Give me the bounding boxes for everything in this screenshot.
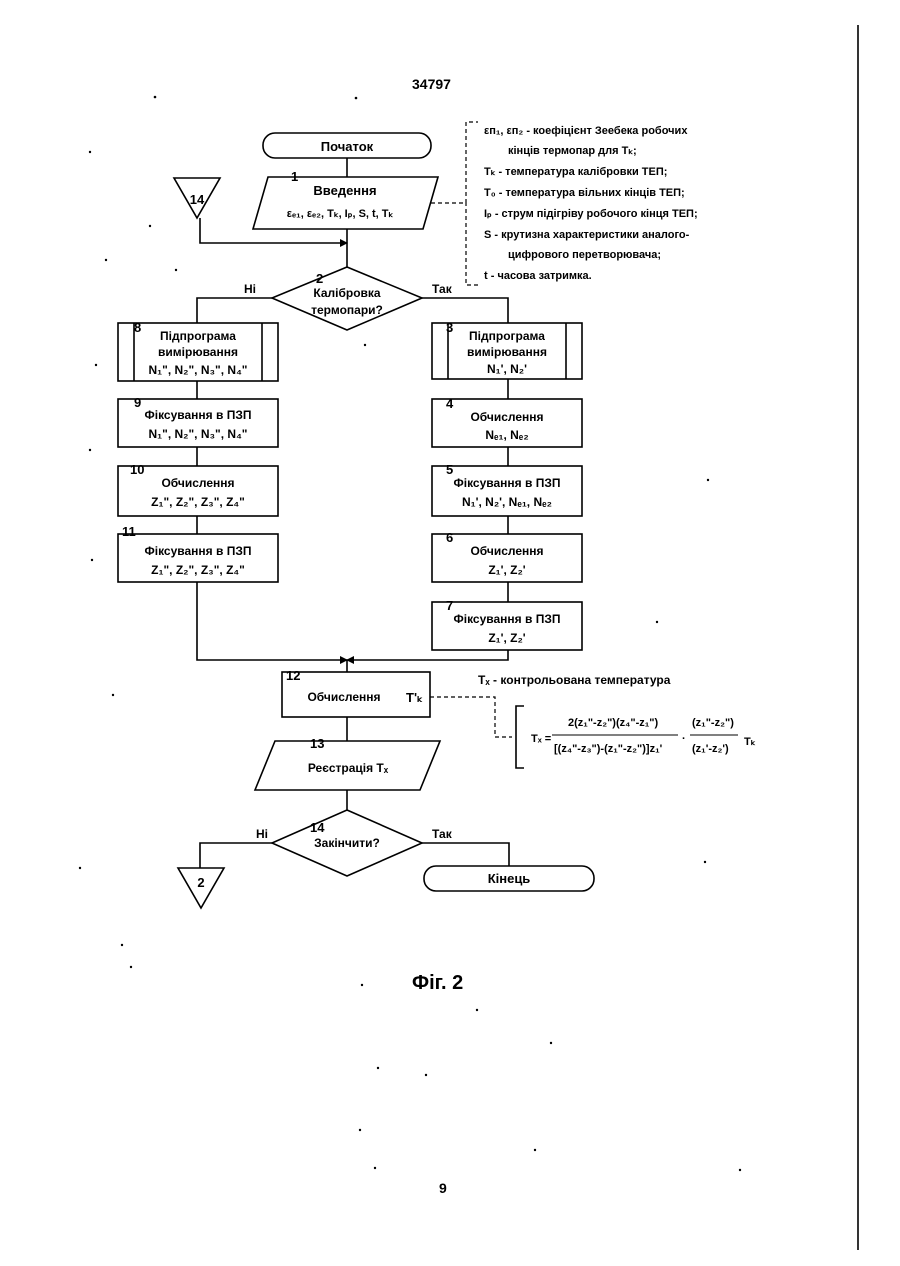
input-title: Введення [313,183,376,198]
svg-text:Обчислення: Обчислення [470,410,543,424]
svg-text:Закінчити?: Закінчити? [314,836,380,850]
finish-no-label: Ні [256,827,268,841]
decision-yes-label: Так [432,282,453,296]
start-terminator: Початок [263,133,431,158]
compute-tx-block: 12 Обчислення T'ₖ [282,668,430,717]
svg-text:Обчислення: Обчислення [470,544,543,558]
svg-text:Tₖ - температура калібровки ТЕ: Tₖ - температура калібровки ТЕП; [484,166,667,178]
decision-calibration-line2: термопари? [311,303,383,317]
svg-text:Tₓ =: Tₓ = [531,733,551,745]
svg-text:кінців термопар для Tₖ;: кінців термопар для Tₖ; [508,145,637,157]
decision-calibration: 2 Калібровка термопари? [272,267,422,330]
input-block: 1 Введення εₑ₁, εₑ₂, Tₖ, Iₚ, S, t, Tₖ [253,169,438,229]
svg-text:Nₑ₁, Nₑ₂: Nₑ₁, Nₑ₂ [485,428,528,442]
left-block-8: 8 Підпрограма вимірювання N₁", N₂", N₃",… [118,320,278,381]
register-block: 13 Реєстрація Tₓ [255,736,440,790]
end-label: Кінець [488,871,531,886]
svg-text:N₁", N₂", N₃", N₄": N₁", N₂", N₃", N₄" [149,427,248,441]
svg-text:Z₁', Z₂': Z₁', Z₂' [488,631,525,645]
decision-calibration-line1: Калібровка [313,286,381,300]
svg-text:Підпрограма: Підпрограма [469,329,545,343]
left-block-9: 9 Фіксування в ПЗП N₁", N₂", N₃", N₄" [118,395,278,447]
svg-text:·: · [682,733,686,745]
svg-text:Фіксування в ПЗП: Фіксування в ПЗП [145,544,252,558]
figure-caption: Фіг. 2 [412,972,463,995]
tx-note: Tₓ - контрольована температура [478,673,671,687]
right-block-3: 3 Підпрограма вимірювання N₁', N₂' [432,320,582,379]
svg-text:7: 7 [446,598,453,613]
svg-text:12: 12 [286,668,300,683]
svg-text:Tₖ: Tₖ [744,736,756,748]
right-block-5: 5 Фіксування в ПЗП N₁', N₂', Nₑ₁, Nₑ₂ [432,462,582,516]
left-block-11: 11 Фіксування в ПЗП Z₁", Z₂", Z₃", Z₄" [118,524,278,582]
connector-out-label: 2 [197,875,204,890]
decision-no-label: Ні [244,282,256,296]
svg-text:цифрового перетворювача;: цифрового перетворювача; [508,249,661,261]
svg-text:N₁', N₂': N₁', N₂' [487,362,527,376]
svg-text:10: 10 [130,462,144,477]
block-number: 2 [316,271,323,286]
legend-link [431,122,478,203]
svg-text:9: 9 [134,395,141,410]
svg-text:T₀ - температура вільних кінці: T₀ - температура вільних кінців ТЕП; [484,187,685,199]
block-number: 1 [291,169,298,184]
svg-text:11: 11 [122,524,136,539]
svg-text:5: 5 [446,462,453,477]
svg-text:Фіксування в ПЗП: Фіксування в ПЗП [454,612,561,626]
decision-finish: 14 Закінчити? [272,810,422,876]
svg-text:(z₁"-z₂"): (z₁"-z₂") [692,717,734,729]
svg-text:Iₚ - струм підігріву робочого: Iₚ - струм підігріву робочого кінця ТЕП; [484,208,698,220]
svg-text:14: 14 [310,820,325,835]
svg-text:3: 3 [446,320,453,335]
right-block-6: 6 Обчислення Z₁', Z₂' [432,530,582,582]
finish-yes-label: Так [432,827,453,841]
input-params: εₑ₁, εₑ₂, Tₖ, Iₚ, S, t, Tₖ [287,208,394,220]
svg-text:Обчислення: Обчислення [307,690,380,704]
svg-text:Фіксування в ПЗП: Фіксування в ПЗП [145,408,252,422]
svg-text:εп₁, εп₂ - коефіцієнт Зеебека: εп₁, εп₂ - коефіцієнт Зеебека робочих [484,125,688,137]
svg-text:T'ₖ: T'ₖ [406,690,423,705]
svg-text:вимірювання: вимірювання [158,345,238,359]
svg-text:Обчислення: Обчислення [161,476,234,490]
connector-in: 14 [174,178,220,218]
svg-text:Підпрограма: Підпрограма [160,329,236,343]
right-block-7: 7 Фіксування в ПЗП Z₁', Z₂' [432,598,582,650]
svg-text:Z₁", Z₂", Z₃", Z₄": Z₁", Z₂", Z₃", Z₄" [151,495,245,509]
svg-text:6: 6 [446,530,453,545]
block-number: 8 [134,320,141,335]
svg-text:4: 4 [446,396,454,411]
right-block-4: 4 Обчислення Nₑ₁, Nₑ₂ [432,396,582,447]
page-number: 9 [439,1180,447,1196]
svg-text:13: 13 [310,736,324,751]
formula: Tₓ = 2(z₁"-z₂")(z₄"-z₁") [(z₄"-z₃")-(z₁"… [516,706,756,768]
svg-text:Фіксування в ПЗП: Фіксування в ПЗП [454,476,561,490]
svg-text:N₁', N₂', Nₑ₁, Nₑ₂: N₁', N₂', Nₑ₁, Nₑ₂ [462,495,552,509]
svg-text:Реєстрація Tₓ: Реєстрація Tₓ [308,761,389,775]
svg-text:N₁", N₂", N₃", N₄": N₁", N₂", N₃", N₄" [149,363,248,377]
svg-text:Z₁", Z₂", Z₃", Z₄": Z₁", Z₂", Z₃", Z₄" [151,563,245,577]
svg-text:2(z₁"-z₂")(z₄"-z₁"): 2(z₁"-z₂")(z₄"-z₁") [568,717,659,729]
end-terminator: Кінець [424,866,594,891]
legend: εп₁, εп₂ - коефіцієнт Зеебека робочих кі… [484,125,698,282]
left-block-10: 10 Обчислення Z₁", Z₂", Z₃", Z₄" [118,462,278,516]
start-label: Початок [321,139,374,154]
svg-text:S - крутизна характеристики ан: S - крутизна характеристики аналого- [484,229,690,241]
connector-out: 2 [178,868,224,908]
svg-text:Z₁', Z₂': Z₁', Z₂' [488,563,525,577]
connector-in-label: 14 [190,192,205,207]
svg-text:вимірювання: вимірювання [467,345,547,359]
svg-text:[(z₄"-z₃")-(z₁"-z₂")]z₁': [(z₄"-z₃")-(z₁"-z₂")]z₁' [554,743,663,755]
svg-text:(z₁'-z₂'): (z₁'-z₂') [692,743,729,755]
svg-text:t - часова затримка.: t - часова затримка. [484,270,592,282]
